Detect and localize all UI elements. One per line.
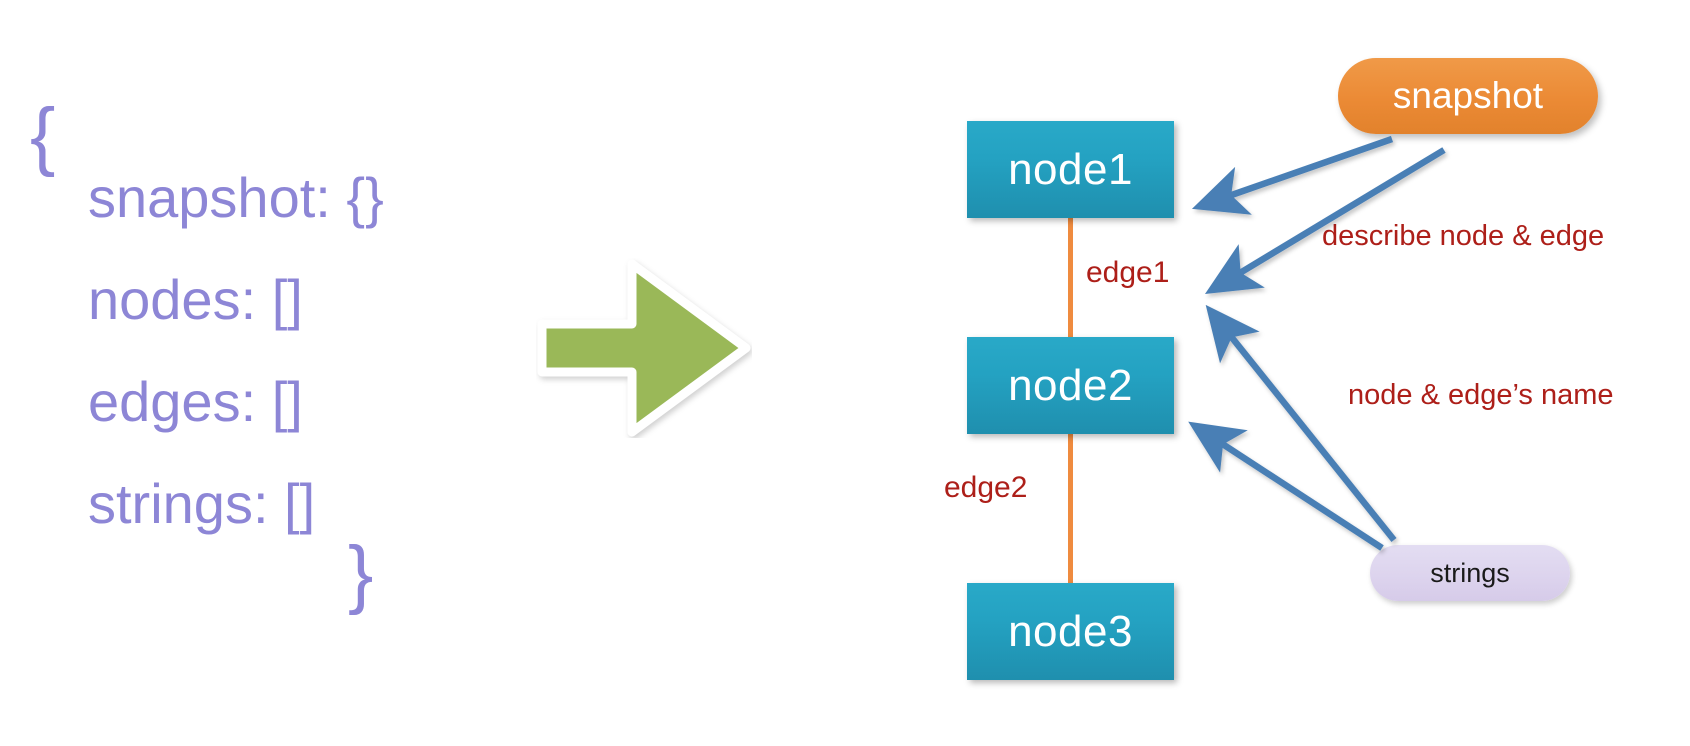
node-box-node1[interactable]: node1 [967,121,1174,218]
callout-pill-strings[interactable]: strings [1370,545,1570,601]
json-line-nodes: nodes: [] [88,268,303,331]
edge-connector-2 [1068,434,1073,583]
arrow-snapshot-to-node1 [1191,135,1394,215]
callout-label: strings [1430,557,1510,588]
json-line-strings: strings: [] [88,472,316,535]
node-box-node2[interactable]: node2 [967,337,1174,434]
arrow-snapshot-to-edge1 [1204,147,1446,295]
node-label: node3 [1008,606,1133,656]
json-close-brace: } [348,531,374,616]
arrow-strings-to-node2 [1188,421,1384,551]
annotation-describe-node-edge: describe node & edge [1322,220,1605,252]
edge-connector-1 [1068,218,1073,337]
callout-pill-snapshot[interactable]: snapshot [1338,58,1598,134]
edge-label-edge1: edge1 [1086,256,1170,289]
annotation-node-edge-name: node & edge’s name [1348,379,1614,411]
json-open-brace: { [30,93,56,178]
json-line-snapshot: snapshot: {} [88,166,384,229]
node-label: node2 [1008,360,1133,410]
json-line-edges: edges: [] [88,370,303,433]
arrow-strings-to-edge1 [1205,304,1397,543]
edge-label-edge2: edge2 [944,471,1028,504]
node-box-node3[interactable]: node3 [967,583,1174,680]
callout-label: snapshot [1392,75,1544,116]
node-label: node1 [1008,144,1133,194]
right-block-arrow-icon [537,259,751,437]
